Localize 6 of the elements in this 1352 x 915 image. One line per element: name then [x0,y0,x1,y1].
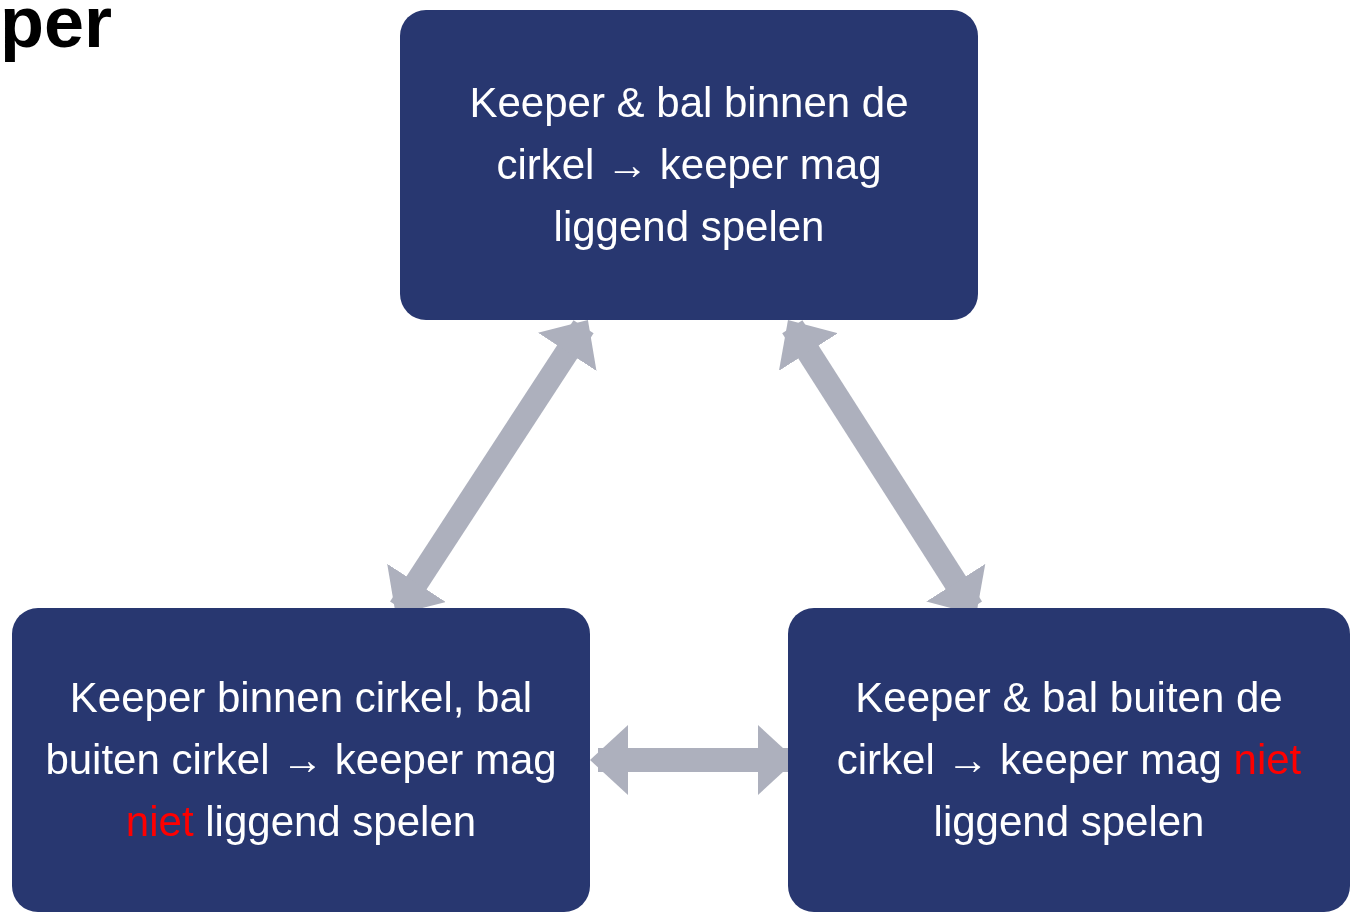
box-text: Keeper & bal binnen de cirkel → keeper mag liggend spelen [468,78,910,252]
process-box [12,608,590,912]
box-text: Keeper & bal buiten de cirkel → keeper mag niet liggend spelen [835,673,1303,847]
process-box [400,10,978,320]
process-box [788,608,1350,912]
box-text: Keeper binnen cirkel, bal buiten cirkel → keeper mag niet liggend spelen [44,673,558,847]
